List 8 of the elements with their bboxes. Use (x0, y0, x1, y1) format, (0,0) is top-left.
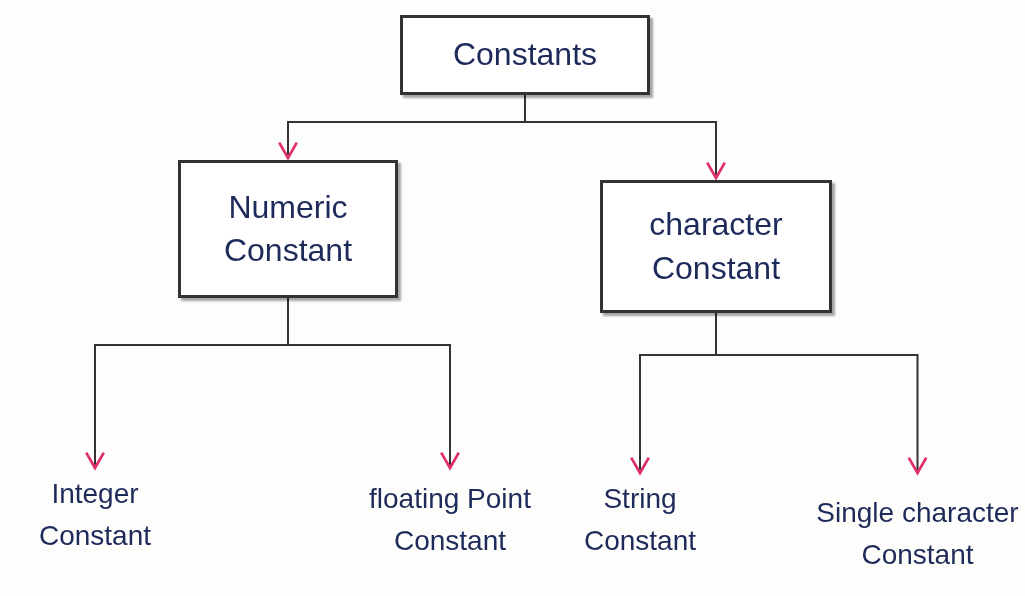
arrow (287, 297, 461, 470)
category-box: character Constant (600, 180, 832, 313)
leaf-label: Integer Constant (10, 470, 180, 560)
category-box: Constants (400, 15, 650, 95)
leaf-label: Single character Constant (815, 475, 1020, 593)
category-box: Numeric Constant (178, 160, 398, 298)
arrow (715, 312, 928, 475)
arrow (524, 94, 727, 180)
